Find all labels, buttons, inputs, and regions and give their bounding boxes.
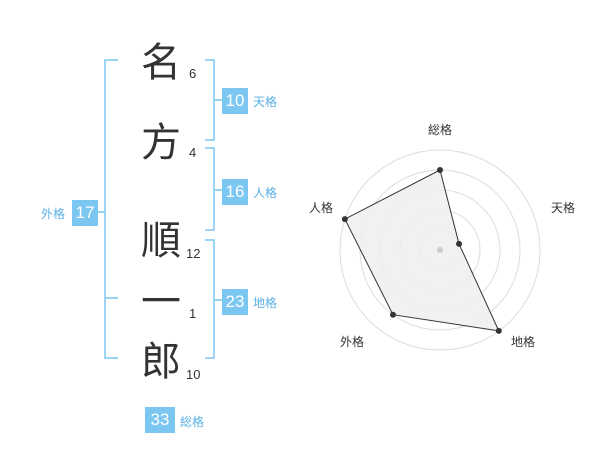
soukaku-label: 総格 <box>180 415 205 429</box>
radar-chart <box>339 149 541 351</box>
stroke-count-5: 10 <box>186 367 201 382</box>
stroke-count-1: 6 <box>189 66 197 81</box>
name-char-4: 一 <box>141 279 181 325</box>
stroke-count-4: 1 <box>189 306 197 321</box>
name-char-3: 順 <box>141 218 181 264</box>
jinkaku-bracket <box>205 147 215 231</box>
radar-axis-label-chikaku: 地格 <box>511 335 536 349</box>
radar-point-1 <box>437 167 443 173</box>
radar-axis-label-soukaku: 総格 <box>428 123 453 137</box>
radar-points <box>341 167 502 334</box>
jinkaku-value-box: 16 <box>222 179 248 205</box>
tenkaku-bracket <box>205 59 215 141</box>
chikaku-label: 地格 <box>253 296 278 310</box>
stroke-count-2: 4 <box>189 145 197 160</box>
radar-axis-label-tenkaku: 天格 <box>551 201 576 215</box>
name-char-5: 郎 <box>141 339 181 385</box>
jinkaku-label: 人格 <box>253 186 278 200</box>
chikaku-bracket <box>205 239 215 359</box>
chikaku-value-box: 23 <box>222 289 248 315</box>
soukaku-value-box: 33 <box>145 407 175 433</box>
radar-axis-label-gaikaku: 外格 <box>340 335 365 349</box>
gaikaku-value-box: 17 <box>72 200 98 226</box>
radar-point-4 <box>389 311 396 318</box>
stroke-count-3: 12 <box>186 246 201 261</box>
name-char-1: 名 <box>141 40 181 86</box>
radar-series-area <box>344 169 500 332</box>
tenkaku-label: 天格 <box>253 95 278 109</box>
tenkaku-value-box: 10 <box>222 88 248 114</box>
radar-axis-label-jinkaku: 人格 <box>309 201 334 215</box>
radar-center-dot <box>437 247 443 253</box>
gaikaku-bracket <box>104 59 118 359</box>
radar-point-3 <box>495 327 502 334</box>
radar-ring <box>339 149 541 351</box>
radar-point-2 <box>456 240 463 247</box>
radar-point-5 <box>341 216 348 223</box>
name-char-2: 方 <box>141 120 181 166</box>
gaikaku-label: 外格 <box>41 207 66 221</box>
